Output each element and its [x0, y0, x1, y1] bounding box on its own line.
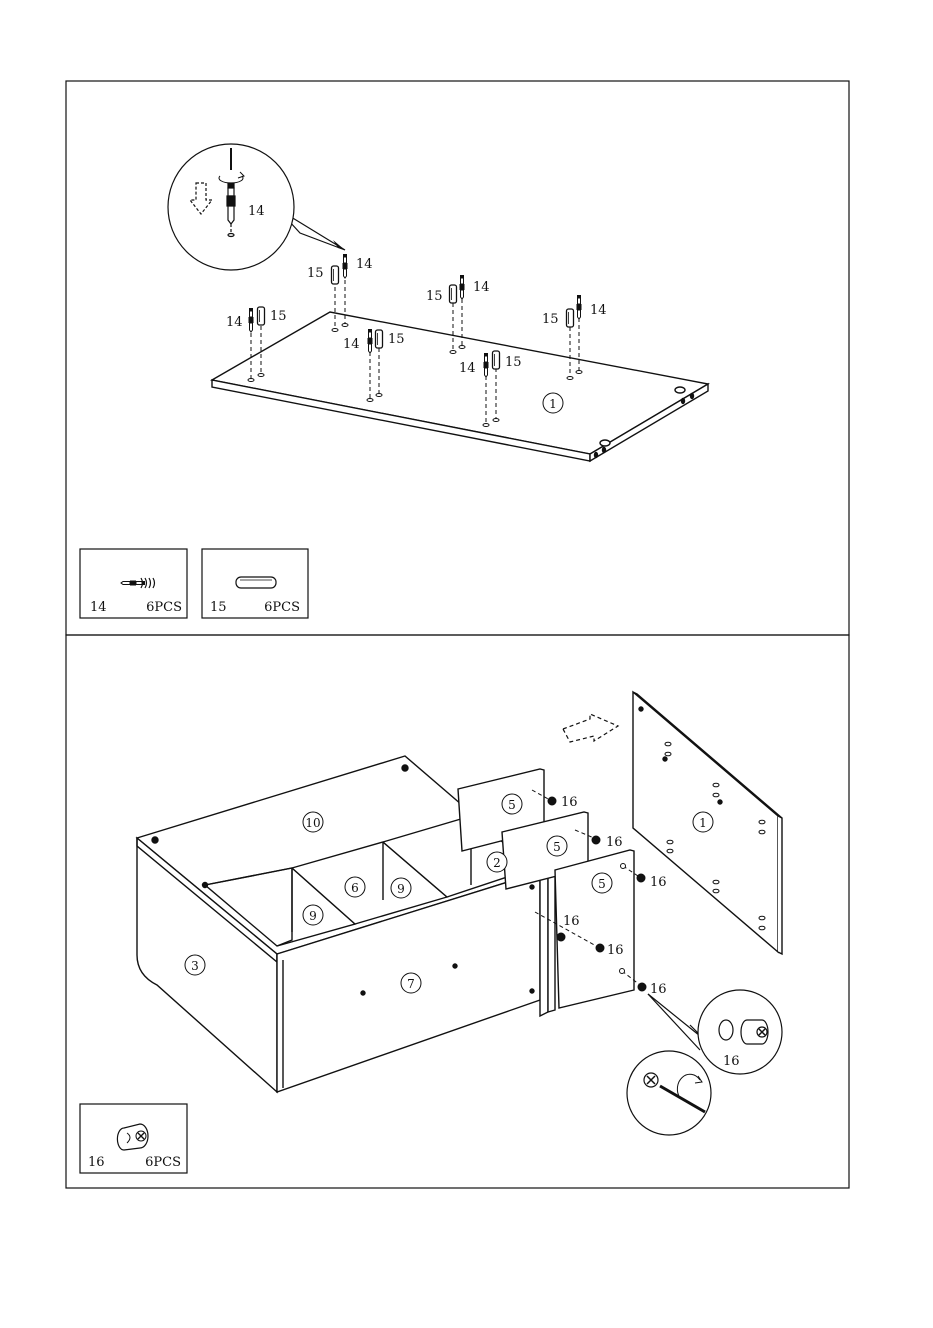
svg-text:2: 2	[493, 856, 501, 870]
panel-1-number-step2: 1	[693, 812, 713, 832]
panel-5-number-b: 5	[547, 836, 567, 856]
panel-3-number: 3	[185, 955, 205, 975]
svg-text:15: 15	[388, 332, 405, 347]
svg-text:15: 15	[270, 309, 287, 324]
part-16-qty: 6PCS	[145, 1155, 181, 1170]
panel-1-board	[212, 312, 708, 461]
cam-lock-detail-callout	[627, 990, 782, 1135]
svg-text:14: 14	[226, 315, 243, 330]
svg-text:1: 1	[699, 816, 707, 830]
svg-text:16: 16	[650, 875, 667, 890]
panel-7-number: 7	[401, 973, 421, 993]
part-box-15: 15 6PCS	[202, 549, 308, 618]
svg-text:15: 15	[426, 289, 443, 304]
detail-screw-label: 14	[248, 204, 265, 219]
svg-text:14: 14	[473, 280, 490, 295]
detail-cam-label: 16	[723, 1054, 740, 1069]
part-15-id: 15	[210, 600, 227, 615]
part-14-id: 14	[90, 600, 107, 615]
part-14-qty: 6PCS	[146, 600, 182, 615]
fittings-group-b	[332, 254, 348, 284]
svg-text:5: 5	[598, 877, 606, 891]
svg-text:16: 16	[606, 835, 623, 850]
panel-6-number: 6	[345, 877, 365, 897]
fittings-group-f	[567, 295, 582, 327]
svg-text:3: 3	[191, 959, 199, 973]
svg-text:15: 15	[307, 266, 324, 281]
svg-text:14: 14	[356, 257, 373, 272]
svg-text:5: 5	[553, 840, 561, 854]
svg-text:5: 5	[508, 798, 516, 812]
fittings-group-d	[450, 275, 465, 303]
part-box-16: 16 6PCS	[80, 1104, 187, 1173]
svg-text:16: 16	[561, 795, 578, 810]
svg-text:16: 16	[650, 982, 667, 997]
panel-9-number-b: 9	[391, 878, 411, 898]
part-box-14: 14 6PCS	[80, 549, 187, 618]
panel-5-number-c: 5	[592, 873, 612, 893]
svg-text:15: 15	[505, 355, 522, 370]
svg-text:14: 14	[459, 361, 476, 376]
svg-text:9: 9	[309, 909, 317, 923]
svg-text:6: 6	[351, 881, 359, 895]
fittings-group-a	[249, 307, 265, 332]
svg-text:14: 14	[343, 337, 360, 352]
svg-text:7: 7	[407, 977, 415, 991]
panel-10-number: 10	[303, 812, 323, 832]
svg-text:16: 16	[563, 914, 580, 929]
svg-text:14: 14	[590, 303, 607, 318]
panel-1-number: 1	[543, 393, 563, 413]
svg-text:16: 16	[607, 943, 624, 958]
part-16-id: 16	[88, 1155, 105, 1170]
panel-9-number-a: 9	[303, 905, 323, 925]
part-15-qty: 6PCS	[264, 600, 300, 615]
svg-text:15: 15	[542, 312, 559, 327]
panel-2-number: 2	[487, 852, 507, 872]
svg-text:10: 10	[305, 816, 320, 830]
panel-5-number-a: 5	[502, 794, 522, 814]
svg-text:9: 9	[397, 882, 405, 896]
svg-text:1: 1	[549, 397, 557, 411]
push-direction-arrow-icon	[563, 714, 618, 742]
